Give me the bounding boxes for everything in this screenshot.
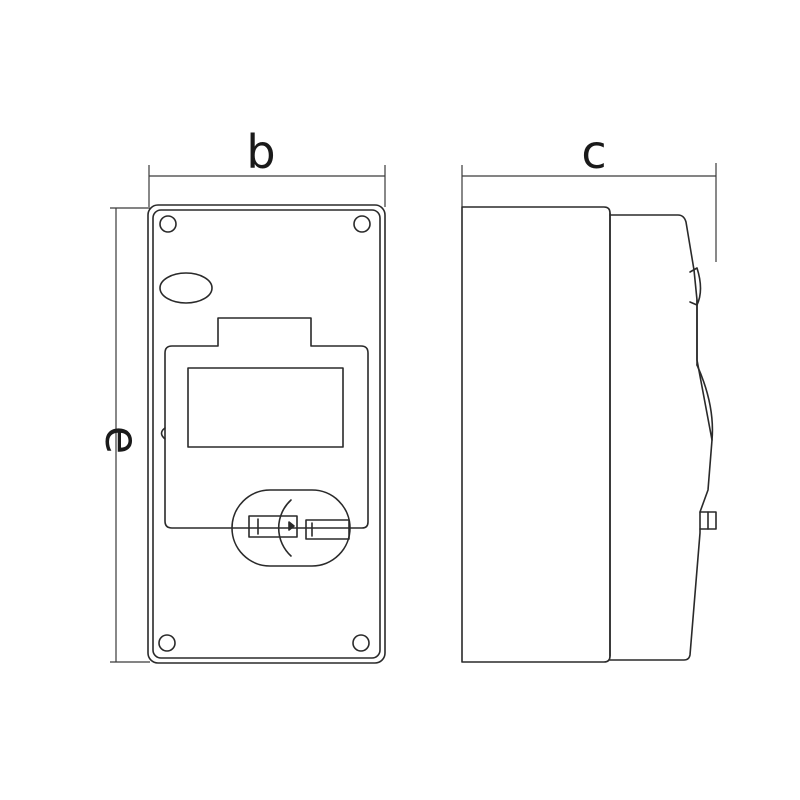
dimension-b: b <box>148 125 386 207</box>
front-inner-panel <box>152 209 381 659</box>
side-base-body <box>461 206 611 663</box>
breaker-window <box>187 367 344 448</box>
side-cover-profile <box>609 214 713 661</box>
side-view <box>461 206 717 663</box>
dimension-c: c <box>461 125 717 262</box>
dimension-b-label: b <box>246 125 275 179</box>
dimension-c-label: c <box>581 125 606 179</box>
cover-latch <box>160 427 166 440</box>
dimension-e-label: e <box>95 426 149 454</box>
toggle-switch-right <box>305 519 350 540</box>
screw-bottom-right <box>352 634 370 652</box>
screw-top-left <box>159 215 177 233</box>
screw-bottom-left <box>158 634 176 652</box>
toggle-opening <box>231 489 351 567</box>
front-outer-housing <box>147 204 386 664</box>
screw-top-right <box>353 215 371 233</box>
side-cover-bulge <box>696 364 714 441</box>
window-cover <box>164 317 369 529</box>
front-view <box>147 204 386 664</box>
dimension-e: e <box>95 207 150 663</box>
indicator-hole <box>159 272 213 304</box>
toggle-switch-left <box>248 515 298 538</box>
